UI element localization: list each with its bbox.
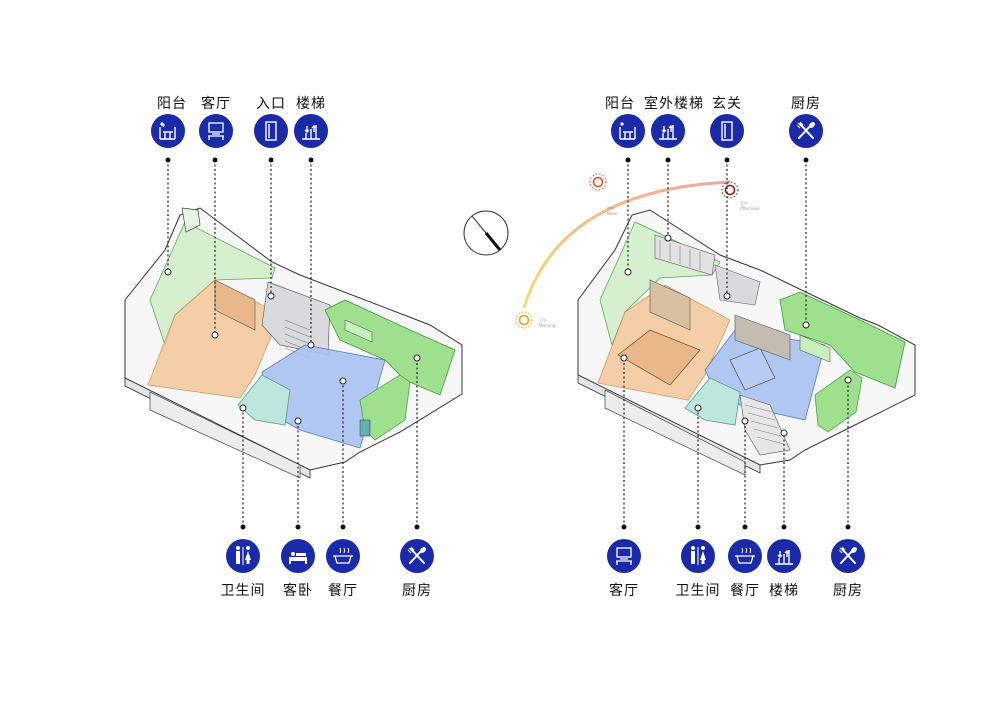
noon-label-cn: 中午 xyxy=(607,206,615,211)
noon-label: 中午 Noon xyxy=(607,206,617,216)
right-bathroom-zone xyxy=(684,377,741,426)
right-bottom-label-dining: 餐厅 xyxy=(730,583,760,599)
entrance-door-icon xyxy=(254,114,288,148)
stairs-icon xyxy=(651,114,685,148)
right-sofa-rug xyxy=(617,329,701,386)
right-top-label-foyer: 玄关 xyxy=(712,96,742,112)
right-top-label-balcony: 阳台 xyxy=(605,96,635,112)
right-top-label-kitchen: 厨房 xyxy=(791,96,821,112)
afternoon-label: 下午 Afternoon xyxy=(740,201,760,211)
left-bottom-label-guest-bed: 客卧 xyxy=(283,583,313,599)
noon-label-en: Noon xyxy=(607,211,618,216)
left-bottom-label-dining: 餐厅 xyxy=(328,583,358,599)
right-outdoor-stair-steps xyxy=(659,240,701,270)
stairs-icon xyxy=(294,114,328,148)
living-room-icon xyxy=(199,114,233,148)
right-bottom-label-kitchen: 厨房 xyxy=(833,583,863,599)
left-kitchen-counter xyxy=(344,319,373,343)
left-top-label-balcony: 阳台 xyxy=(157,96,187,112)
sun-path-arc xyxy=(522,180,731,309)
right-top-label-outdoor-stairs: 室外楼梯 xyxy=(644,96,704,112)
left-balcony-wall xyxy=(181,207,201,233)
morning-label-cn: 上午 xyxy=(539,318,547,323)
left-axonometric-plan xyxy=(124,207,463,479)
balcony-icon xyxy=(611,114,645,148)
entrance-door-icon xyxy=(710,114,744,148)
kitchen-utensils-icon xyxy=(400,539,434,573)
compass-icon xyxy=(463,210,509,256)
balcony-icon xyxy=(151,114,185,148)
right-bottom-label-restroom: 卫生间 xyxy=(675,583,721,599)
right-bottom-label-living: 客厅 xyxy=(609,583,639,599)
afternoon-label-cn: 下午 xyxy=(740,201,748,206)
morning-label: 上午 Morning xyxy=(539,318,555,328)
left-bottom-label-restroom: 卫生间 xyxy=(220,583,266,599)
right-wardrobe xyxy=(649,279,691,331)
right-dining-table xyxy=(729,347,776,391)
leader-lines xyxy=(167,160,849,527)
sun-noon-icon xyxy=(589,173,607,191)
kitchen-utensils-icon xyxy=(789,114,823,148)
right-kitchen-corridor xyxy=(814,369,863,433)
restroom-icon xyxy=(226,539,260,573)
morning-label-en: Morning xyxy=(539,323,556,328)
living-room-icon xyxy=(607,539,641,573)
kitchen-utensils-icon xyxy=(831,539,865,573)
left-kitchen-zone xyxy=(324,299,456,396)
right-kitchen-island xyxy=(799,334,831,363)
left-bathroom-zone xyxy=(237,374,291,426)
right-inner-stair-steps xyxy=(744,404,785,445)
right-bottom-label-stairs: 楼梯 xyxy=(769,583,799,599)
restroom-icon xyxy=(681,539,715,573)
right-axonometric-plan xyxy=(577,209,916,476)
afternoon-label-en: Afternoon xyxy=(740,206,760,211)
left-top-label-entrance: 入口 xyxy=(256,96,286,112)
dining-pot-icon xyxy=(326,539,360,573)
leader-endpoints xyxy=(164,157,852,530)
left-bottom-label-kitchen: 厨房 xyxy=(402,583,432,599)
right-lower-walls xyxy=(604,389,746,476)
right-cabinet-wall xyxy=(734,314,791,361)
left-top-label-living: 客厅 xyxy=(201,96,231,112)
left-top-label-stairs: 楼梯 xyxy=(296,96,326,112)
sun-morning-icon xyxy=(515,311,533,329)
stairs-icon xyxy=(767,539,801,573)
dining-pot-icon xyxy=(728,539,762,573)
sun-afternoon-icon xyxy=(721,181,739,199)
guest-bed-icon xyxy=(281,539,315,573)
left-lower-walls xyxy=(149,391,301,479)
left-teal-window xyxy=(359,419,371,437)
